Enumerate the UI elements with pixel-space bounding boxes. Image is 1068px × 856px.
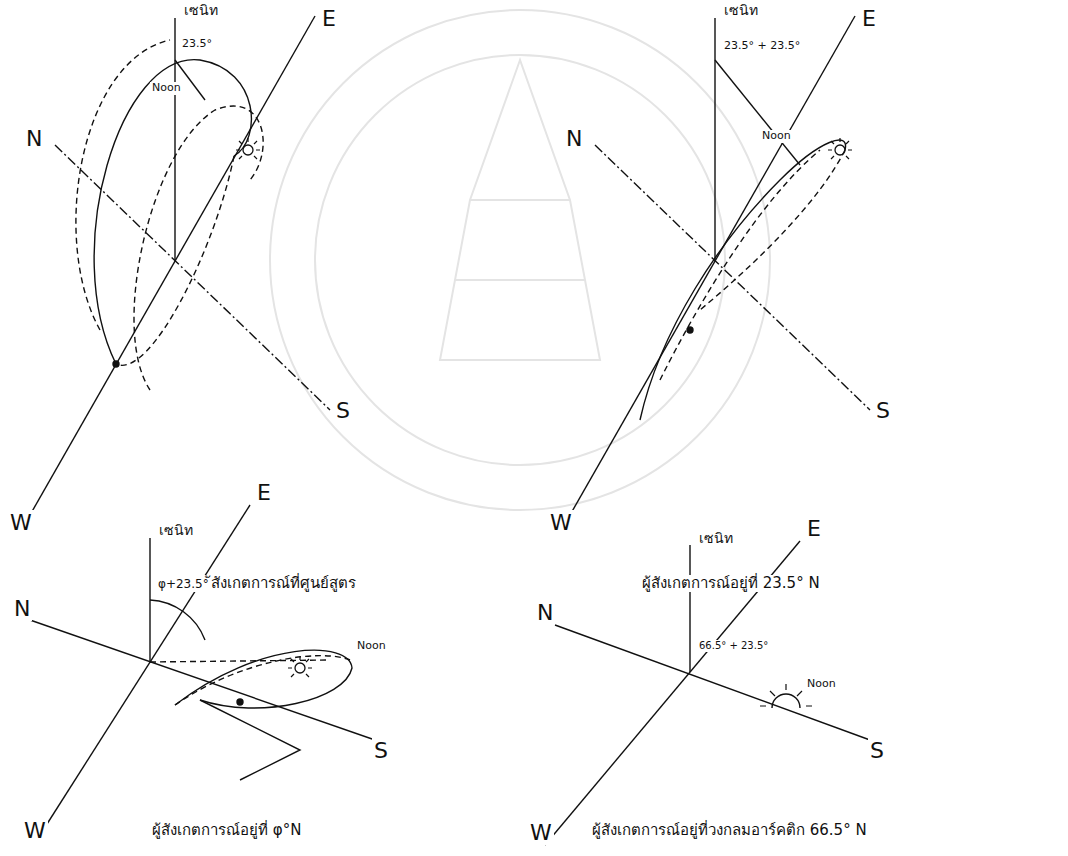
compass-w: W bbox=[22, 818, 48, 843]
zenith-label: เซนิท bbox=[697, 530, 735, 546]
caption: ผู้สังเกตการณ์อยู่ที่ 23.5° N bbox=[640, 575, 822, 592]
compass-e: E bbox=[320, 6, 338, 31]
compass-n: N bbox=[564, 126, 584, 151]
compass-s: S bbox=[868, 738, 886, 763]
compass-s: S bbox=[334, 398, 352, 423]
compass-n: N bbox=[24, 126, 44, 151]
compass-w: W bbox=[548, 510, 574, 535]
noon-label: Noon bbox=[355, 640, 388, 653]
compass-w: W bbox=[528, 820, 554, 845]
compass-w: W bbox=[8, 510, 34, 535]
compass-n: N bbox=[535, 600, 555, 625]
compass-e: E bbox=[805, 516, 823, 541]
angle-label: 66.5° + 23.5° bbox=[697, 640, 770, 652]
zenith-label: เซนิท bbox=[182, 2, 220, 18]
caption: ผู้สังเกตการณ์อยู่ที่วงกลมอาร์คติก 66.5°… bbox=[590, 822, 869, 839]
caption: ผู้สังเกตการณ์ที่ศูนย์สูตร bbox=[200, 575, 358, 592]
watermark bbox=[270, 10, 770, 510]
compass-s: S bbox=[874, 398, 892, 423]
compass-e: E bbox=[860, 6, 878, 31]
angle-label: 23.5° + 23.5° bbox=[722, 40, 802, 53]
compass-e: E bbox=[255, 480, 273, 505]
compass-s: S bbox=[372, 738, 390, 763]
noon-label: Noon bbox=[805, 678, 838, 691]
noon-label: Noon bbox=[760, 130, 793, 143]
zenith-label: เซนิท bbox=[722, 2, 760, 18]
caption: ผู้สังเกตการณ์อยู่ที่ φ°N bbox=[150, 822, 303, 839]
compass-n: N bbox=[12, 596, 32, 621]
noon-label: Noon bbox=[150, 82, 183, 95]
zenith-label: เซนิท bbox=[157, 522, 195, 538]
angle-label: φ+23.5° bbox=[156, 578, 211, 592]
angle-label: 23.5° bbox=[180, 38, 214, 51]
